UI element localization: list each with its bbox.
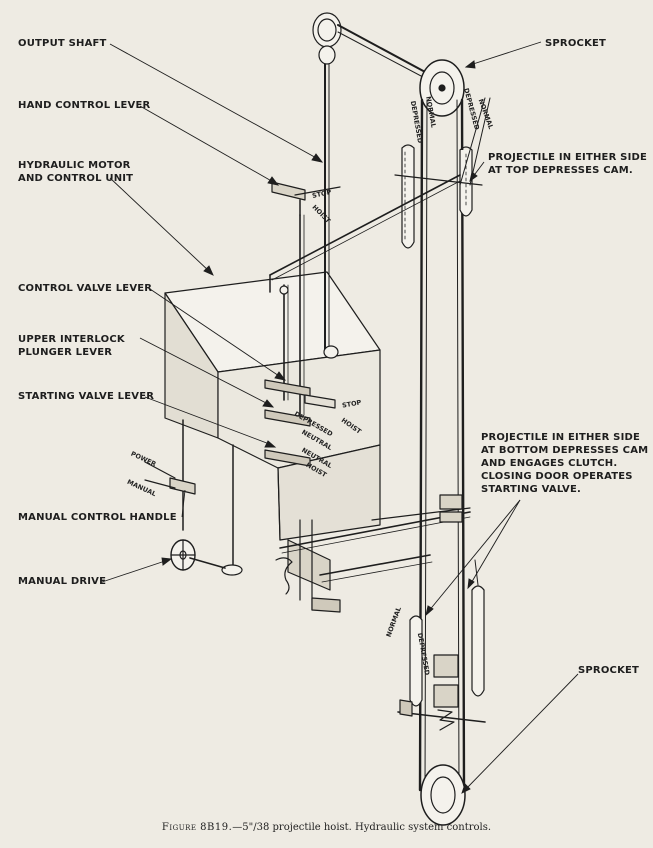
cam-linkage <box>269 174 461 293</box>
label-upper-interlock-line2: PLUNGER LEVER <box>18 347 113 358</box>
lower-clutch <box>275 507 471 613</box>
label-hydraulic-motor-line2: AND CONTROL UNIT <box>18 173 134 184</box>
upper-cams <box>394 97 491 249</box>
leader-lines <box>101 41 579 794</box>
label-projectile-top-line1: PROJECTILE IN EITHER SIDE <box>488 152 648 163</box>
label-starting-valve-lever: STARTING VALVE LEVER <box>18 391 155 402</box>
label-projectile-top-line2: AT TOP DEPRESSES CAM. <box>488 165 633 176</box>
label-hand-control-lever: HAND CONTROL LEVER <box>18 100 151 111</box>
manual-drive-wheel <box>170 539 226 571</box>
valve-levers <box>264 379 336 467</box>
label-projectile-bottom-line2: AT BOTTOM DEPRESSES CAM <box>481 445 649 456</box>
hydraulic-motor-housing <box>164 271 381 541</box>
lower-cams <box>397 559 486 731</box>
output-shaft <box>312 12 342 359</box>
chain-clamp <box>439 494 463 523</box>
label-upper-interlock-line1: UPPER INTERLOCK <box>18 334 125 345</box>
figure-caption-text: —5"/38 projectile hoist. Hydraulic syste… <box>232 822 492 833</box>
hand-control-lever <box>271 181 341 216</box>
label-hydraulic-motor-line1: HYDRAULIC MOTOR <box>18 160 131 171</box>
label-sprocket-top: SPROCKET <box>545 38 607 49</box>
label-sprocket-bottom: SPROCKET <box>578 665 640 676</box>
top-sprocket <box>419 59 465 117</box>
figure-caption: Figure 8B19.—5"/38 projectile hoist. Hyd… <box>0 822 653 833</box>
label-projectile-bottom-line4: CLOSING DOOR OPERATES <box>481 471 633 482</box>
label-manual-control-handle: MANUAL CONTROL HANDLE <box>18 512 177 523</box>
label-control-valve-lever: CONTROL VALVE LEVER <box>18 283 153 294</box>
control-valve-linkage <box>279 214 305 416</box>
label-projectile-bottom-line3: AND ENGAGES CLUTCH. <box>481 458 618 469</box>
label-projectile-bottom-line5: STARTING VALVE. <box>481 484 582 495</box>
label-output-shaft: OUTPUT SHAFT <box>18 38 107 49</box>
label-manual-drive: MANUAL DRIVE <box>18 576 107 587</box>
label-projectile-bottom-line1: PROJECTILE IN EITHER SIDE <box>481 432 641 443</box>
bottom-sprocket <box>420 764 466 826</box>
figure-number: Figure 8B19. <box>161 822 233 833</box>
